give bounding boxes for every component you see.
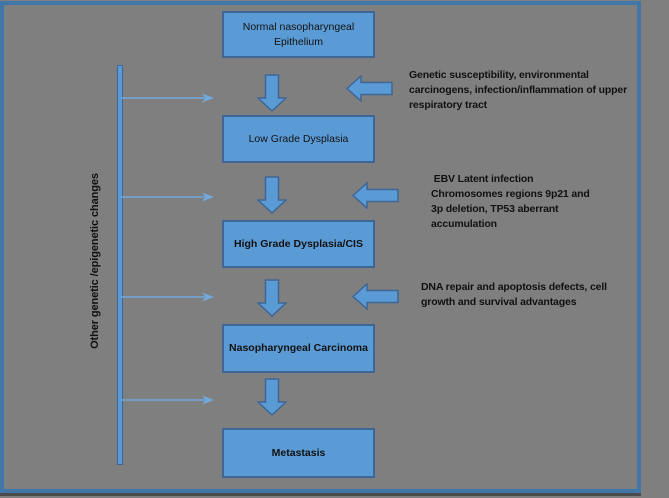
annotation-ebv-latent-infection: EBV Latent infection Chromosomes regions… bbox=[431, 173, 590, 230]
flow-box-high-grade-dysplasia: High Grade Dysplasia/CIS bbox=[222, 220, 375, 268]
side-label: Other genetic /epigenetic changes bbox=[89, 173, 101, 349]
diagram-frame bbox=[0, 1, 641, 493]
left-block-arrow-icon bbox=[352, 182, 399, 209]
flow-box-metastasis: Metastasis bbox=[222, 428, 375, 478]
flow-box-low-grade-dysplasia: Low Grade Dysplasia bbox=[222, 115, 375, 163]
left-block-arrow-icon bbox=[346, 75, 393, 102]
annotation-genetic-susceptibility: Genetic susceptibility, environmental ca… bbox=[409, 69, 628, 111]
left-connector-bar bbox=[117, 65, 123, 465]
branch-arrow-icon bbox=[121, 292, 214, 302]
down-arrow-icon bbox=[257, 74, 287, 112]
left-block-arrow-icon bbox=[352, 283, 399, 310]
down-arrow-icon bbox=[257, 279, 287, 317]
down-arrow-icon bbox=[257, 176, 287, 214]
flow-box-label: Normal nasopharyngeal Epithelium bbox=[242, 20, 355, 48]
branch-arrow-icon bbox=[121, 93, 214, 103]
flow-box-label: Nasopharyngeal Carcinoma bbox=[229, 342, 368, 354]
branch-arrow-icon bbox=[121, 192, 214, 202]
flow-box-normal-epithelium: Normal nasopharyngeal Epithelium bbox=[222, 11, 375, 58]
flow-box-label: Low Grade Dysplasia bbox=[248, 132, 349, 145]
down-arrow-icon bbox=[257, 378, 287, 416]
flow-box-nasopharyngeal-carcinoma: Nasopharyngeal Carcinoma bbox=[222, 324, 375, 373]
flow-box-label: High Grade Dysplasia/CIS bbox=[234, 237, 363, 250]
annotation-dna-repair: DNA repair and apoptosis defects, cell g… bbox=[421, 281, 607, 308]
flow-box-label: Metastasis bbox=[271, 446, 326, 459]
branch-arrow-icon bbox=[121, 395, 214, 405]
